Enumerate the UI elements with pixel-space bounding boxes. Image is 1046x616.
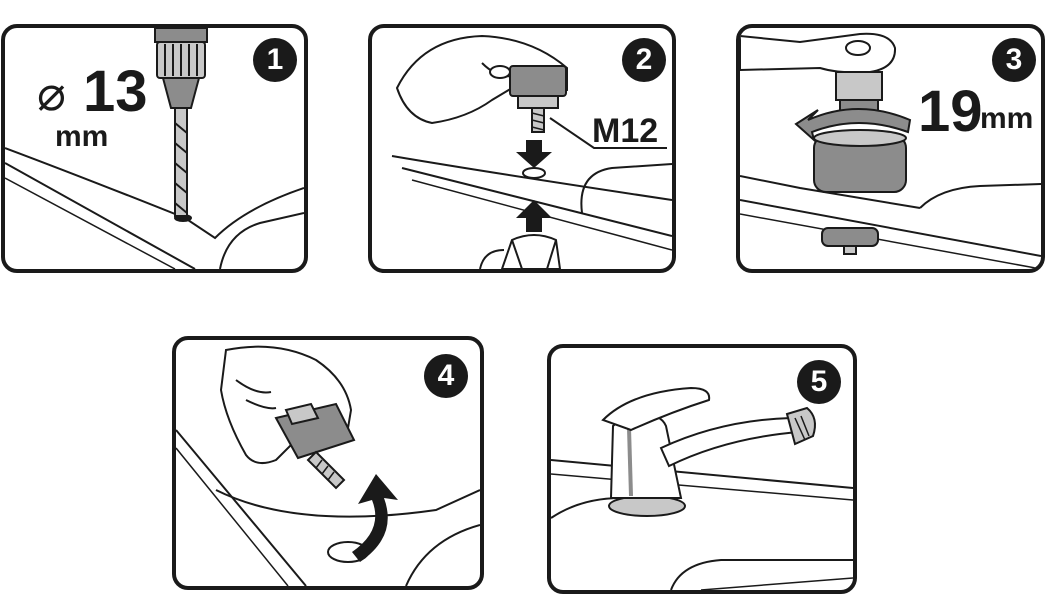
installed-faucet-illustration <box>551 386 853 590</box>
ratchet-wrench-icon <box>740 32 897 115</box>
step-2-panel: 2 M12 <box>368 24 676 273</box>
down-arrow-icon <box>516 140 552 168</box>
wrench-size-unit: mm <box>980 102 1034 135</box>
step-5-badge: 5 <box>797 360 841 404</box>
bolt-insertion-illustration <box>391 34 672 269</box>
rotation-arrow-icon <box>794 108 912 143</box>
hand-inserting-bolt-icon <box>395 34 568 133</box>
step-1-badge: 1 <box>253 38 297 82</box>
step-4-panel: 4 <box>172 336 484 590</box>
wrench-tightening-illustration <box>740 32 1041 269</box>
step-3-badge: 3 <box>992 38 1036 82</box>
step-3-panel: 3 19 mm <box>736 24 1045 273</box>
drill-diameter-unit: mm <box>55 120 109 153</box>
drill-diameter-symbol: ⌀ <box>37 68 66 121</box>
hand-screwing-nut-icon <box>219 345 356 490</box>
step-2-badge: 2 <box>622 38 666 82</box>
thread-size-label: M12 <box>592 112 659 150</box>
step-1-panel: 1 ⌀ 13 mm <box>1 24 308 273</box>
step-5-panel: 5 <box>547 344 857 594</box>
drill-diameter-value: 13 <box>83 59 148 124</box>
wrench-size-value: 19 <box>918 79 983 144</box>
nut-screwing-illustration <box>176 345 480 586</box>
drill-countertop-illustration <box>5 28 304 269</box>
curved-arrow-icon <box>352 474 398 562</box>
up-arrow-icon <box>516 200 552 232</box>
step-4-badge: 4 <box>424 354 468 398</box>
mixer-faucet-icon <box>601 386 816 517</box>
drill-icon <box>154 28 208 217</box>
